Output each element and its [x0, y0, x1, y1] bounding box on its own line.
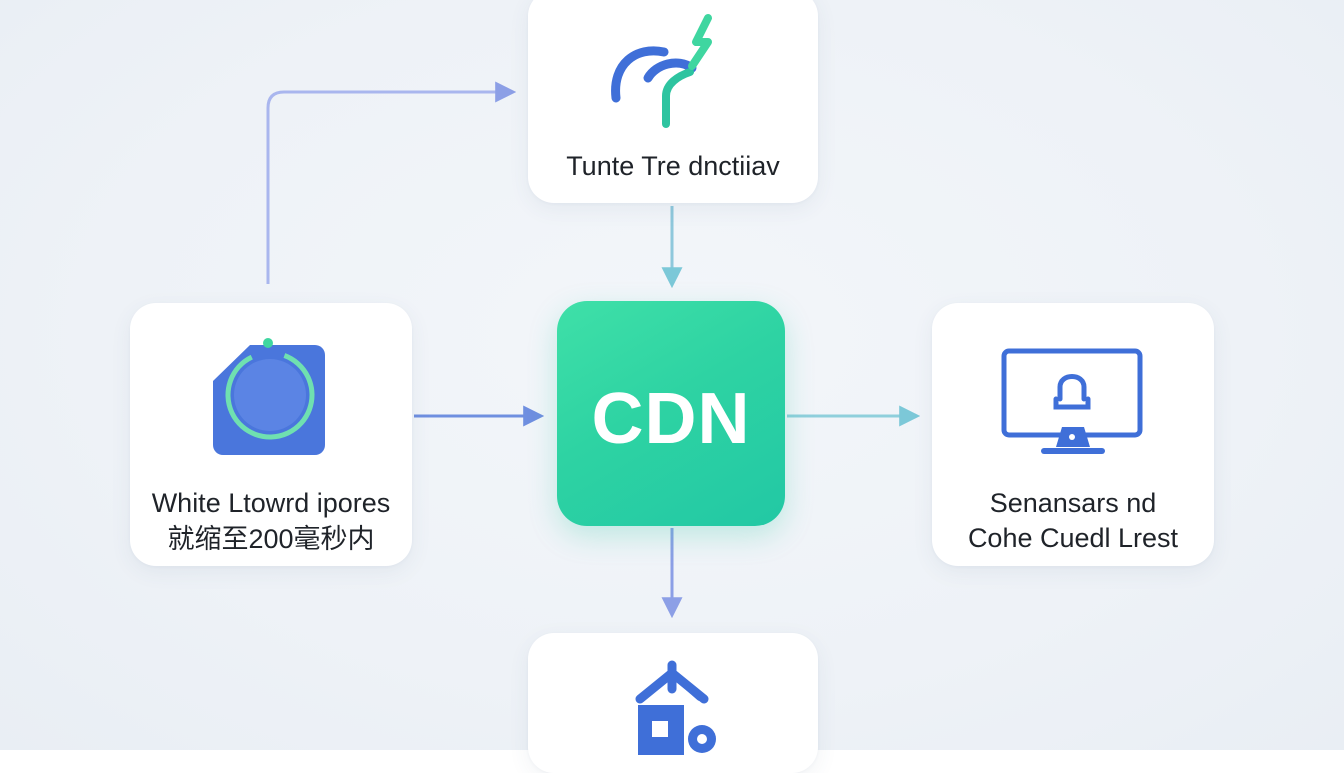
node-right-label-line2: Cohe Cuedl Lrest: [967, 523, 1179, 553]
node-right-label-line1: Senansars nd: [989, 488, 1157, 518]
hand-lightning-icon: [611, 14, 712, 128]
cdn-node: CDN: [557, 301, 785, 526]
cdn-label: CDN: [591, 379, 751, 459]
monitor-lock-icon: [1001, 348, 1143, 454]
gauge-icon: [213, 338, 325, 455]
node-left-label-line1: White Ltowrd ipores: [151, 488, 391, 518]
connector-left-to-top: [266, 81, 517, 284]
node-top-card: Tunte Tre dnctiiav: [528, 0, 818, 203]
node-left-label-line2: 就缩至200毫秒内: [167, 524, 375, 554]
node-left-card: White Ltowrd ipores 就缩至200毫秒内: [130, 303, 412, 566]
node-right-card: Senansars nd Cohe Cuedl Lrest: [932, 303, 1214, 566]
connectors: [266, 81, 921, 619]
server-rack-icon: [635, 660, 716, 755]
node-top-label: Tunte Tre dnctiiav: [566, 151, 780, 181]
node-bottom-card: [528, 633, 818, 773]
